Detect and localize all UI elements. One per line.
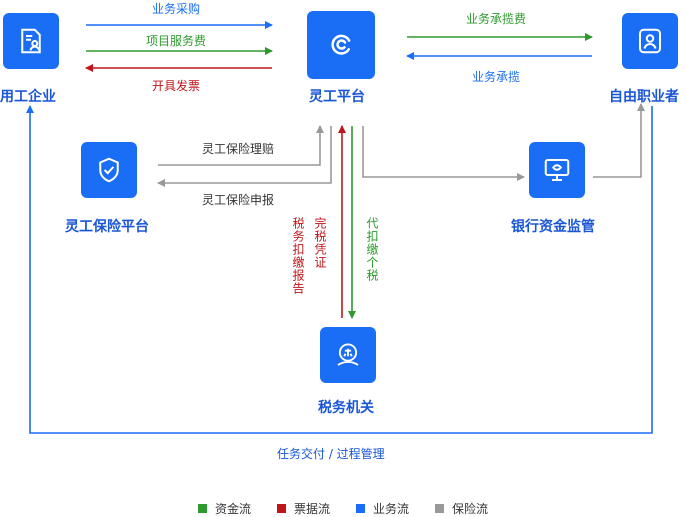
legend-item: 保险流 [435,500,488,517]
enterprise-node [3,13,59,69]
platform-label: 灵工平台 [309,89,365,105]
shield-check-icon [99,157,119,183]
freelancer-label: 自由职业者 [609,89,679,105]
claim-arrow [158,125,324,166]
bank-label: 银行资金监管 [511,219,595,235]
claim-label: 灵工保险理赔 [202,142,275,156]
tax-label: 税务机关 [318,400,374,416]
enterprise-label: 用工企业 [0,89,56,105]
contract-fee-label: 业务承揽费 [466,12,527,26]
legend-label: 资金流 [214,502,251,516]
user-icon [639,28,661,54]
tax-cert-label: 完税凭证 [313,217,327,269]
legend-item: 业务流 [356,500,409,517]
withhold-label: 代扣缴个税 [365,217,379,282]
tax-node [320,327,376,383]
platform-node [307,11,375,79]
bank-node [529,142,585,198]
legend-label: 票据流 [293,502,330,516]
legend-swatch [197,504,207,513]
legend: 资金流 票据流 业务流 保险流 [0,500,686,517]
delivery-label: 任务交付 / 过程管理 [277,447,385,461]
legend-label: 保险流 [452,502,489,516]
bank-arrow [362,126,525,181]
apply-arrow [157,126,332,187]
invoice-label: 开具发票 [152,79,201,93]
tax-report-label: 税务扣缴报告 [291,217,305,295]
freelancer-node [622,13,678,69]
legend-swatch [435,504,445,513]
insurance-label: 灵工保险平台 [65,219,149,235]
platform-logo-icon [331,34,351,55]
apply-label: 灵工保险申报 [202,193,275,207]
tax-icon [337,343,359,366]
contracting-label: 业务承揽 [472,70,521,84]
legend-swatch [276,504,286,513]
bank-to-freelancer-arrow [593,103,645,178]
legend-item: 资金流 [197,500,251,517]
service-fee-label: 项目服务费 [146,34,207,48]
monitor-icon [544,159,570,181]
insurance-node [81,142,137,198]
legend-label: 业务流 [373,502,410,516]
procurement-label: 业务采购 [152,2,201,16]
delivery-arrow [26,105,653,434]
legend-item: 票据流 [276,500,330,517]
legend-swatch [356,504,365,513]
document-user-icon [21,28,41,54]
